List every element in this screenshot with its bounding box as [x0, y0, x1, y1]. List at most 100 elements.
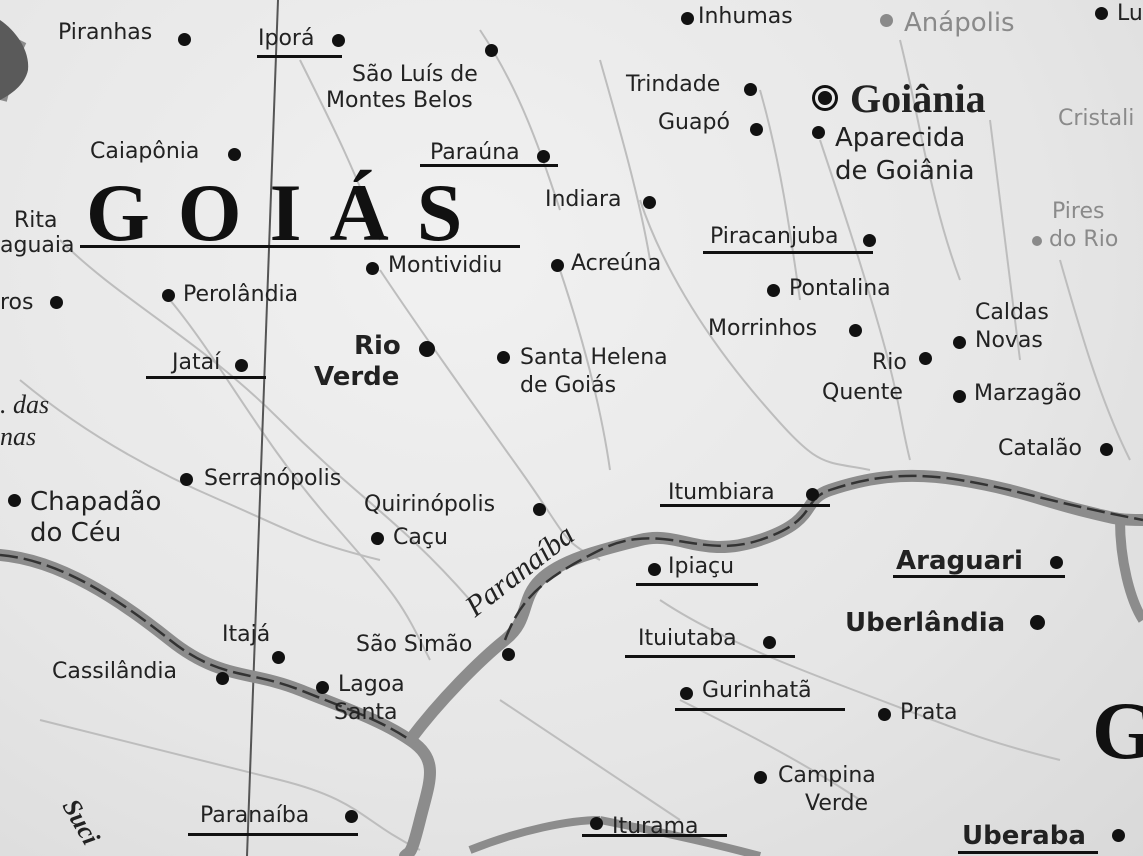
city-label-iturama: Iturama: [612, 814, 699, 839]
city-marker-rio-verde[interactable]: [419, 341, 435, 357]
city-label-ipiacu: Ipiaçu: [668, 554, 735, 579]
city-marker-caldas-novas[interactable]: [953, 336, 966, 349]
state-label-goias: GOIÁS: [86, 167, 491, 258]
city-marker-sao-simao[interactable]: [502, 648, 515, 661]
city-marker-ipiacu[interactable]: [648, 563, 661, 576]
city-underline-iturama: [582, 834, 727, 837]
city-marker-pires[interactable]: [1032, 236, 1042, 246]
city-marker-quirinopolis[interactable]: [533, 503, 546, 516]
city-label-sao-luis-2: Montes Belos: [326, 88, 473, 113]
city-marker-anapolis[interactable]: [880, 14, 893, 27]
city-marker-morrinhos[interactable]: [849, 324, 862, 337]
city-marker-itumbiara[interactable]: [806, 488, 819, 501]
city-label-trindade: Trindade: [626, 72, 721, 97]
city-marker-pontalina[interactable]: [767, 284, 780, 297]
city-label-pires-2: do Rio: [1049, 227, 1119, 252]
city-label-araguari: Araguari: [896, 546, 1023, 576]
city-marker-chapadao[interactable]: [8, 494, 21, 507]
city-label-santa-helena-2: de Goiás: [520, 373, 617, 398]
meridian-line: [246, 0, 279, 856]
city-label-itumbiara: Itumbiara: [668, 480, 775, 505]
city-marker-montividiu[interactable]: [366, 262, 379, 275]
city-marker-guapo[interactable]: [750, 123, 763, 136]
city-label-parauna: Paraúna: [430, 140, 520, 165]
city-label-rio-quente-2: Quente: [822, 380, 903, 405]
city-marker-catalao[interactable]: [1100, 443, 1113, 456]
city-marker-edge[interactable]: [1095, 7, 1108, 20]
city-marker-jatai[interactable]: [235, 359, 248, 372]
city-marker-itaja[interactable]: [272, 651, 285, 664]
city-label-sao-simao: São Simão: [356, 632, 473, 657]
city-marker-iturama[interactable]: [590, 817, 603, 830]
city-label-chapadao-2: do Céu: [30, 518, 122, 548]
city-marker-acreuna[interactable]: [551, 259, 564, 272]
city-marker-cassilandia[interactable]: [216, 672, 229, 685]
city-label-serranopolis: Serranópolis: [204, 466, 342, 491]
city-label-pontalina: Pontalina: [789, 276, 891, 301]
city-label-goiania: Goiânia: [850, 76, 986, 121]
city-label-anapolis: Anápolis: [904, 8, 1015, 38]
city-marker-trindade[interactable]: [744, 83, 757, 96]
city-marker-uberaba[interactable]: [1112, 829, 1125, 842]
city-label-campina-1: Campina: [778, 763, 876, 788]
city-marker-prata[interactable]: [878, 708, 891, 721]
city-underline-uberaba: [958, 851, 1098, 854]
city-marker-inhumas[interactable]: [681, 12, 694, 25]
city-label-lagoa-1: Lagoa: [338, 672, 405, 697]
city-label-guapo: Guapó: [658, 110, 730, 135]
city-label-ros: ros: [0, 290, 34, 315]
city-marker-piracanjuba[interactable]: [863, 234, 876, 247]
city-marker-aparecida[interactable]: [812, 126, 825, 139]
city-label-cristalina: Cristali: [1058, 106, 1135, 131]
city-marker-parauna[interactable]: [537, 150, 550, 163]
city-label-campina-2: Verde: [805, 791, 869, 816]
city-label-edge: Lu: [1117, 1, 1143, 26]
city-marker-paranaiba[interactable]: [345, 810, 358, 823]
city-underline-itumbiara: [660, 504, 830, 507]
city-label-piracanjuba: Piracanjuba: [710, 224, 839, 249]
state-label-partial: G: [1092, 685, 1143, 776]
city-marker-gurinhata[interactable]: [680, 687, 693, 700]
city-label-marzagao: Marzagão: [974, 381, 1082, 406]
city-marker-perolandia[interactable]: [162, 289, 175, 302]
capital-marker[interactable]: [815, 88, 835, 108]
city-marker-sao-luis[interactable]: [485, 44, 498, 57]
city-label-rita-1: Rita: [14, 208, 58, 233]
city-marker-lagoa-santa[interactable]: [316, 681, 329, 694]
city-label-acreuna: Acreúna: [571, 251, 662, 276]
city-marker-rio-quente[interactable]: [919, 352, 932, 365]
city-underline-ipiacu: [636, 583, 758, 586]
city-underline-araguari: [893, 575, 1065, 578]
city-label-aparecida-1: Aparecida: [835, 123, 966, 153]
city-label-piranhas: Piranhas: [58, 20, 153, 45]
city-marker-ipora[interactable]: [332, 34, 345, 47]
region-label-das-2: nas: [0, 422, 37, 451]
city-marker-serranopolis[interactable]: [180, 473, 193, 486]
city-marker-santa-helena[interactable]: [497, 351, 510, 364]
city-marker-araguari[interactable]: [1050, 556, 1063, 569]
city-label-ituiutaba: Ituiutaba: [638, 626, 737, 651]
city-label-paranaiba: Paranaíba: [200, 803, 310, 828]
city-underline-gurinhata: [675, 708, 845, 711]
city-marker-caiaponia[interactable]: [228, 148, 241, 161]
city-marker-campina-verde[interactable]: [754, 771, 767, 784]
city-label-uberlandia: Uberlândia: [845, 608, 1006, 638]
city-marker-uberlandia[interactable]: [1030, 615, 1045, 630]
city-label-gurinhata: Gurinhatã: [702, 678, 812, 703]
city-marker-cacu[interactable]: [371, 532, 384, 545]
city-label-aparecida-2: de Goiânia: [835, 156, 975, 186]
city-label-pires-1: Pires: [1052, 199, 1105, 224]
city-label-ipora: Iporá: [258, 26, 315, 51]
city-marker-piranhas[interactable]: [178, 33, 191, 46]
city-marker-indiara[interactable]: [643, 196, 656, 209]
city-underline-ituiutaba: [625, 655, 795, 658]
city-marker-ituiutaba[interactable]: [763, 636, 776, 649]
city-label-catalao: Catalão: [998, 436, 1083, 461]
state-label-underline: [80, 245, 520, 248]
city-label-indiara: Indiara: [545, 187, 622, 212]
city-label-sao-luis-1: São Luís de: [352, 62, 478, 87]
city-marker-ros[interactable]: [50, 296, 63, 309]
city-marker-marzagao[interactable]: [953, 390, 966, 403]
